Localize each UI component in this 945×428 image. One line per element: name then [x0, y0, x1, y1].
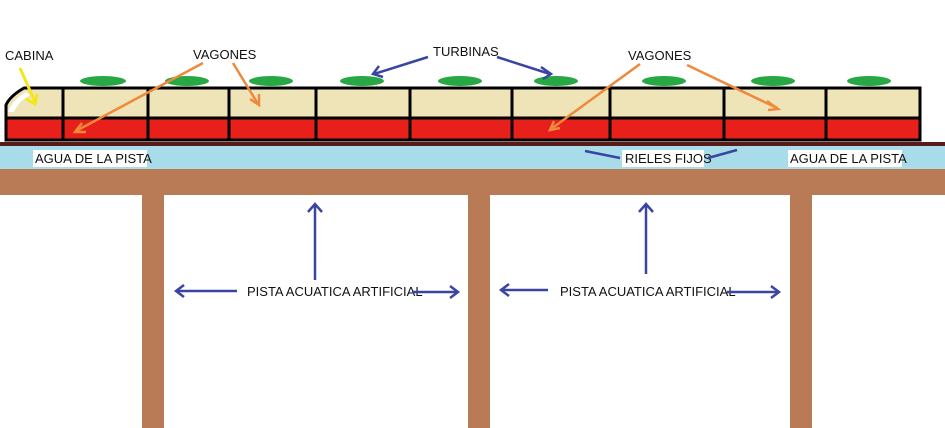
turbine — [847, 76, 891, 86]
rieles-arrow — [707, 148, 738, 160]
water-channel — [0, 145, 945, 169]
support-pillars — [142, 190, 812, 428]
turbine — [642, 76, 686, 86]
turbine — [340, 76, 384, 86]
label-turbinas: TURBINAS — [433, 44, 499, 59]
vagon-arrow — [75, 61, 204, 133]
pillar-1 — [142, 190, 164, 428]
car-dividers — [61, 88, 828, 140]
cabina-window — [8, 92, 30, 112]
turbina-arrow — [496, 55, 551, 76]
vagones-arrows — [72, 61, 782, 134]
pillar-2 — [468, 190, 490, 428]
vagon-arrow — [686, 63, 778, 110]
agua-left-bg — [33, 150, 147, 167]
turbine — [249, 76, 293, 86]
label-cabina: CABINA — [5, 48, 54, 63]
turbine — [534, 76, 578, 86]
vagon-arrow — [550, 62, 641, 131]
rieles-arrow — [584, 149, 621, 160]
turbines — [80, 76, 891, 86]
label-agua-right: AGUA DE LA PISTA — [790, 151, 907, 166]
agua-right-bg — [788, 150, 902, 167]
label-pista-right: PISTA ACUATICA ARTIFICIAL — [560, 284, 736, 299]
vagon-arrow — [231, 62, 260, 105]
label-agua-left: AGUA DE LA PISTA — [35, 151, 152, 166]
label-rieles-fijos: RIELES FIJOS — [625, 151, 712, 166]
turbina-arrow — [373, 55, 429, 76]
pillar-3 — [790, 190, 812, 428]
label-pista-left: PISTA ACUATICA ARTIFICIAL — [247, 284, 423, 299]
rieles-bg — [622, 150, 704, 167]
label-vagones-right: VAGONES — [628, 48, 692, 63]
train — [4, 76, 922, 142]
turbine — [751, 76, 795, 86]
fixed-rail-line — [0, 142, 945, 146]
label-vagones-left: VAGONES — [193, 47, 257, 62]
cabina-arrow — [18, 67, 39, 107]
turbine — [438, 76, 482, 86]
train-red-base — [4, 116, 922, 142]
track-beam — [0, 167, 945, 195]
blue-arrows — [173, 55, 782, 299]
train-cream-body — [4, 86, 922, 120]
turbine — [80, 76, 126, 86]
